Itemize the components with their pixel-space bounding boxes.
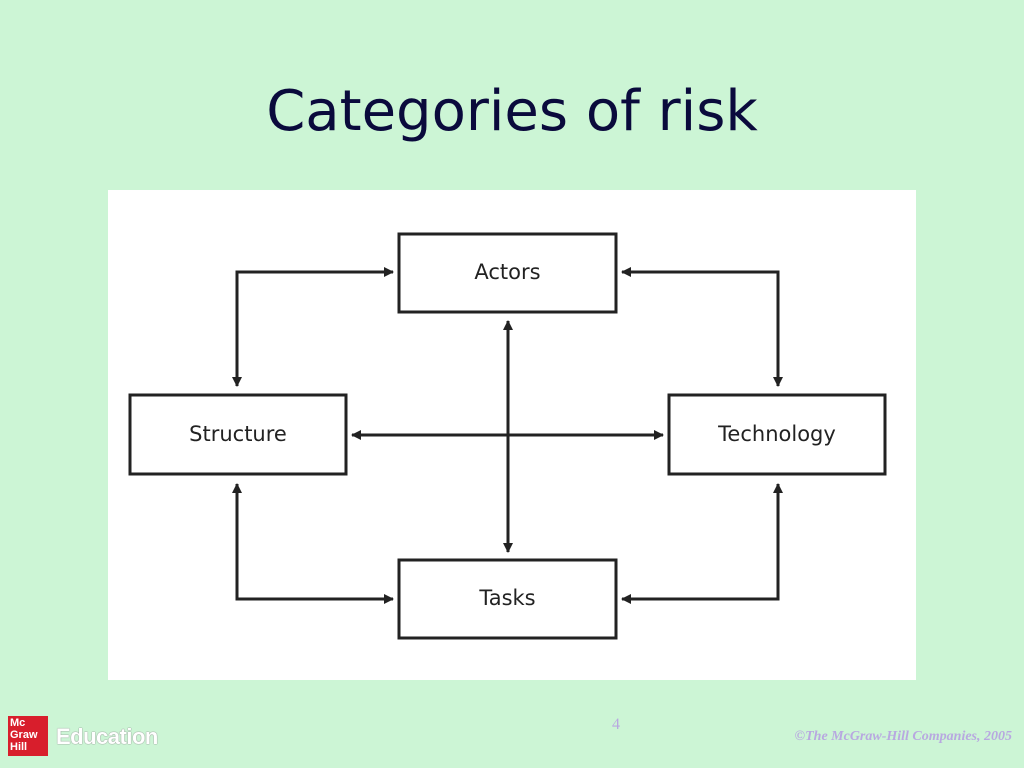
node-tasks: Tasks — [397, 558, 618, 640]
node-actors: Actors — [397, 232, 618, 314]
node-tasks-box — [397, 558, 618, 640]
node-actors-box — [397, 232, 618, 314]
mcgraw-hill-logo: Mc Graw Hill — [8, 716, 48, 756]
node-technology-box — [667, 393, 887, 476]
diagram-panel: Actors Structure Technology Tasks — [108, 190, 916, 680]
node-actors-label: Actors — [474, 260, 540, 284]
node-tasks-label: Tasks — [478, 586, 535, 610]
logo-line-1: Mc — [10, 717, 26, 729]
slide-title: Categories of risk — [266, 79, 758, 144]
node-technology-label: Technology — [717, 422, 836, 446]
node-structure: Structure — [128, 393, 348, 476]
logo-line-2: Graw — [10, 729, 38, 741]
edge-structure-tasks — [232, 483, 394, 604]
page-number: 4 — [612, 716, 620, 733]
edge-actors-technology — [621, 267, 783, 387]
risk-diagram: Actors Structure Technology Tasks — [128, 232, 887, 640]
diagram-edges — [232, 267, 783, 604]
edge-technology-tasks — [621, 483, 783, 604]
copyright-notice: ©The McGraw-Hill Companies, 2005 — [794, 729, 1012, 744]
edge-actors-structure — [232, 267, 394, 387]
logo-line-3: Hill — [10, 741, 28, 753]
node-technology: Technology — [667, 393, 887, 476]
node-structure-box — [128, 393, 348, 476]
node-structure-label: Structure — [189, 422, 287, 446]
education-wordmark: Education — [56, 724, 158, 749]
